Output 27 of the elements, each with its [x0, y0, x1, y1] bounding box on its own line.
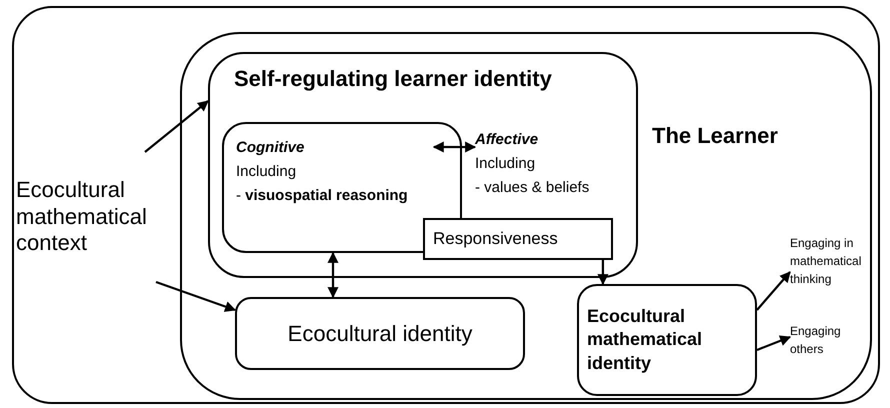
arrow — [432, 142, 476, 153]
heading: The Learner — [652, 123, 778, 148]
label: Ecocultural identity — [288, 320, 472, 348]
label: Including — [236, 162, 296, 182]
label: Engaging others — [790, 323, 842, 358]
rounded-box — [235, 297, 525, 370]
rounded-box — [577, 284, 757, 396]
label: Ecocultural mathematical identity — [587, 304, 704, 375]
label: Responsiveness — [433, 228, 558, 250]
arrow — [328, 252, 339, 298]
label: - visuospatial reasoning — [236, 186, 408, 206]
rounded-box — [208, 52, 638, 278]
arrow — [756, 271, 791, 311]
outer-frame — [12, 6, 880, 404]
rounded-box — [180, 32, 872, 400]
label: Including — [475, 154, 536, 174]
heading: Affective — [475, 130, 538, 150]
heading: Cognitive — [236, 138, 304, 158]
process-box — [423, 218, 613, 260]
arrow — [144, 100, 209, 153]
label: Ecocultural mathematical context — [16, 177, 148, 257]
arrow — [156, 280, 236, 312]
arrow — [597, 260, 608, 286]
heading: Self-regulating learner identity — [234, 66, 552, 91]
label: Engaging in mathematical thinking — [790, 235, 862, 288]
label: - values & beliefs — [475, 178, 590, 198]
arrow — [756, 336, 792, 351]
